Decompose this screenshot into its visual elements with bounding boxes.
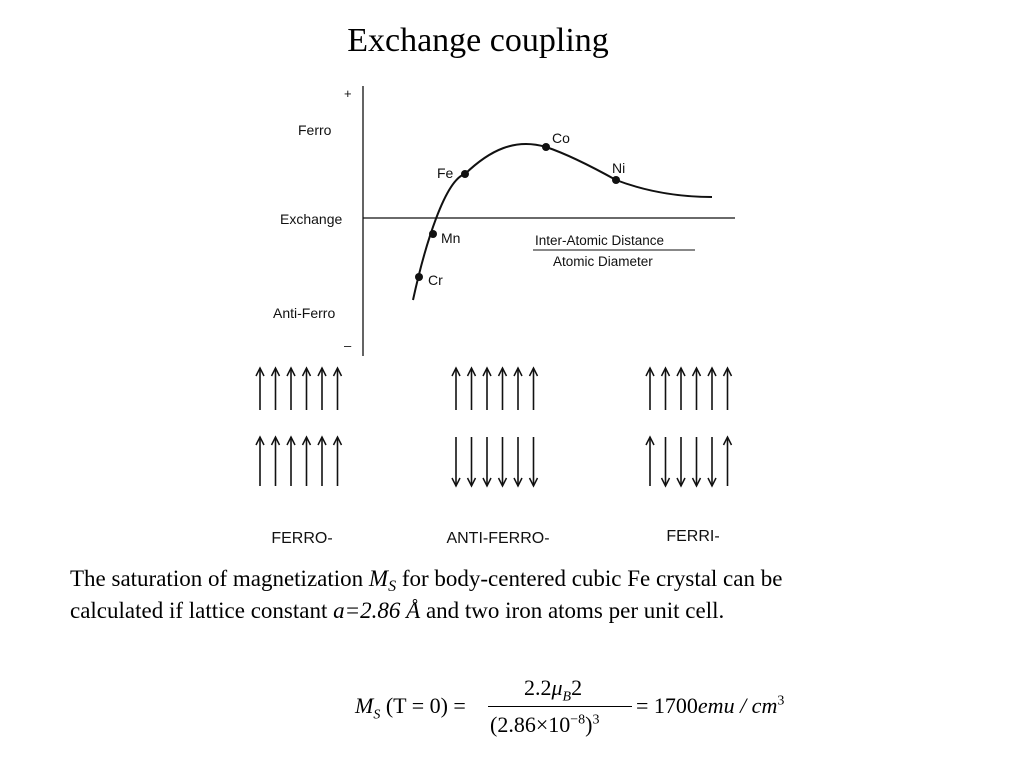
spin-up-arrowhead xyxy=(513,366,523,377)
anti-ferro-label: ANTI-FERRO- xyxy=(446,530,549,547)
spin-up-arrowhead xyxy=(451,366,461,377)
spin-up-arrowhead xyxy=(255,366,265,377)
y-plus-label: + xyxy=(344,86,352,101)
spin-up-arrowhead xyxy=(466,366,477,377)
y-label-anti-ferro: Anti-Ferro xyxy=(273,305,335,321)
x-label-numerator: Inter-Atomic Distance xyxy=(535,233,664,248)
spin-up-arrowhead xyxy=(301,435,312,446)
paragraph-line-2: calculated if lattice constant a=2.86 Å … xyxy=(70,598,725,623)
ferri-arrows xyxy=(645,366,733,488)
point-mn xyxy=(429,230,437,238)
spin-up-arrowhead xyxy=(317,435,327,446)
ferro-label: FERRO- xyxy=(271,530,332,547)
spin-up-arrowhead xyxy=(676,366,686,377)
spin-down-arrowhead xyxy=(513,477,523,488)
graph-axes xyxy=(362,86,735,356)
spin-up-arrowhead xyxy=(270,435,281,446)
spin-down-arrowhead xyxy=(676,477,686,488)
spin-up-arrowhead xyxy=(645,435,655,446)
anti-ferro-arrows xyxy=(451,366,539,488)
spin-up-arrowhead xyxy=(301,366,312,377)
spin-up-arrowhead xyxy=(645,366,655,377)
spin-up-arrowhead xyxy=(707,366,717,377)
point-cr xyxy=(415,273,423,281)
spin-up-arrowhead xyxy=(332,435,343,446)
y-label-ferro: Ferro xyxy=(298,122,332,138)
equation-lhs: MS (T = 0) = xyxy=(355,693,466,723)
point-label-fe: Fe xyxy=(437,165,454,181)
spin-up-arrowhead xyxy=(722,435,733,446)
spin-up-arrowhead xyxy=(497,366,508,377)
point-co xyxy=(542,143,550,151)
point-label-co: Co xyxy=(552,130,570,146)
spin-down-arrowhead xyxy=(707,477,717,488)
point-ni xyxy=(612,176,620,184)
spin-up-arrowhead xyxy=(270,366,281,377)
ferro-arrows xyxy=(255,366,343,486)
point-fe xyxy=(461,170,469,178)
spin-up-arrowhead xyxy=(286,435,296,446)
slide-title: Exchange coupling xyxy=(347,22,609,59)
equation-fraction-bar xyxy=(488,706,632,707)
bethe-slater-curve xyxy=(412,143,713,301)
point-label-mn: Mn xyxy=(441,230,460,246)
spin-down-arrowhead xyxy=(466,477,477,488)
y-label-exchange: Exchange xyxy=(280,211,342,227)
y-minus-label: – xyxy=(344,338,352,353)
spin-up-arrowhead xyxy=(317,366,327,377)
spin-up-arrowhead xyxy=(332,366,343,377)
spin-down-arrowhead xyxy=(691,477,702,488)
spin-up-arrowhead xyxy=(528,366,539,377)
point-label-ni: Ni xyxy=(612,160,625,176)
equation-denominator: (2.86×10−8)3 xyxy=(490,712,600,737)
spin-down-arrowhead xyxy=(482,477,492,488)
spin-up-arrowhead xyxy=(482,366,492,377)
point-label-cr: Cr xyxy=(428,272,443,288)
spin-down-arrowhead xyxy=(497,477,508,488)
paragraph-line-1: The saturation of magnetization MS for b… xyxy=(70,566,783,595)
spin-down-arrowhead xyxy=(660,477,671,488)
equation-numerator: 2.2μB2 xyxy=(524,675,583,705)
spin-up-arrowhead xyxy=(286,366,296,377)
equation-rhs: = 1700emu / cm3 xyxy=(636,693,785,718)
spin-up-arrowhead xyxy=(691,366,702,377)
ferri-label: FERRI- xyxy=(666,528,719,545)
x-label-denominator: Atomic Diameter xyxy=(553,254,653,269)
spin-up-arrowhead xyxy=(660,366,671,377)
spin-down-arrowhead xyxy=(528,477,539,488)
spin-down-arrowhead xyxy=(451,477,461,488)
spin-up-arrowhead xyxy=(255,435,265,446)
spin-up-arrowhead xyxy=(722,366,733,377)
element-points xyxy=(415,143,620,281)
